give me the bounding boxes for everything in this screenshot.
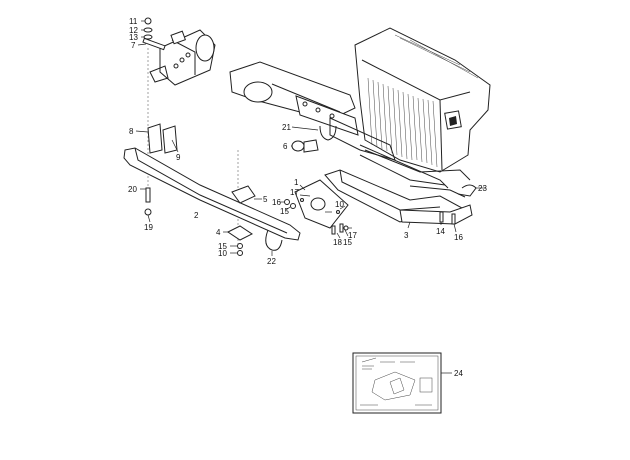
radiator-grille (367, 77, 438, 168)
callout-8: 8 (129, 127, 134, 136)
front-axle-housing (229, 61, 359, 136)
callout-16-left: 16 (272, 198, 281, 207)
callout-1: 1 (294, 178, 299, 187)
clevis-21 (319, 125, 337, 141)
hitch-pin-6 (291, 139, 319, 153)
leader-lines (135, 20, 486, 374)
plate-4 (227, 225, 253, 241)
callout-22: 22 (267, 257, 276, 266)
callout-12: 12 (129, 26, 138, 35)
lynch-pin-23 (457, 184, 477, 197)
drawbar (123, 147, 301, 241)
tractor-body (354, 27, 491, 173)
callout-10-left: 10 (218, 249, 227, 258)
callout-10-mid: 10 (335, 200, 344, 209)
callout-9: 9 (176, 153, 181, 162)
callout-19: 19 (144, 223, 153, 232)
callout-14: 14 (436, 227, 445, 236)
callout-6: 6 (283, 142, 288, 151)
decal-inset (352, 352, 442, 414)
callout-15-mid: 15 (280, 207, 289, 216)
callout-15-right: 15 (343, 238, 352, 247)
callout-16-right: 16 (454, 233, 463, 242)
side-frame (324, 169, 473, 225)
callout-7: 7 (131, 41, 136, 50)
callout-2: 2 (194, 211, 199, 220)
callout-18: 18 (333, 238, 342, 247)
callout-24: 24 (454, 369, 463, 378)
clamp-5 (231, 185, 256, 204)
mounting-plate (294, 179, 349, 229)
callout-5: 5 (263, 195, 268, 204)
callout-3: 3 (404, 231, 409, 240)
callout-23: 23 (478, 184, 487, 193)
u-bolt-22 (265, 229, 283, 251)
callout-4: 4 (216, 228, 221, 237)
callout-15-left: 15 (218, 242, 227, 251)
callout-13: 13 (129, 33, 138, 42)
callout-20: 20 (128, 185, 137, 194)
gearbox-assembly (149, 29, 216, 86)
callout-21: 21 (282, 123, 291, 132)
callout-17-top: 17 (290, 188, 299, 197)
callout-17-right: 17 (348, 231, 357, 240)
callout-11: 11 (129, 17, 138, 26)
bracket-8 (147, 123, 178, 154)
stacked-hardware (142, 17, 166, 51)
